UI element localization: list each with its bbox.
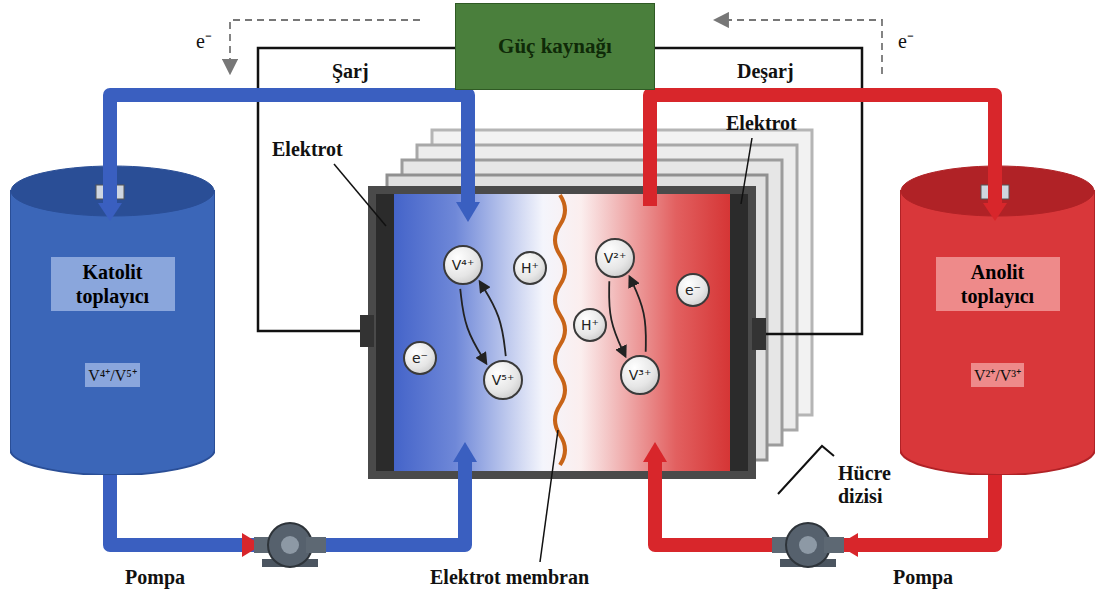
tank-cylinder	[103, 165, 117, 205]
electrode-plate	[376, 194, 394, 471]
electron-circle: e⁻	[676, 273, 710, 307]
ion-symbol: V⁵⁺	[492, 372, 515, 388]
ion-circle: V³⁺	[620, 355, 660, 395]
tank-cylinder	[988, 165, 1002, 205]
ion-circle: V⁵⁺	[483, 360, 523, 400]
electrode-plate	[730, 194, 748, 471]
ion-circle: H⁺	[573, 308, 607, 342]
reaction-arrow	[630, 277, 646, 352]
discharge-label: Deşarj	[737, 60, 794, 83]
ion-circle: V⁴⁺	[443, 245, 483, 285]
terminal-tab	[360, 315, 374, 347]
ion-symbol: e⁻	[412, 350, 428, 366]
node-label: Güç kaynağı	[490, 30, 620, 63]
ion-symbol: V⁴⁺	[452, 257, 475, 273]
electron-label: e⁻	[196, 30, 212, 53]
power-source-box: Güç kaynağı	[455, 3, 655, 90]
electron-flow-arrow	[230, 20, 420, 72]
pump-symbol	[306, 537, 326, 553]
pump-symbol	[824, 537, 844, 553]
pump-symbol	[254, 523, 326, 567]
anolyte-flow-head	[643, 442, 667, 462]
part-label: Hücre dizisi	[838, 462, 918, 508]
tank-cylinder	[10, 165, 215, 475]
catholyte-tank: Katolit toplayıcıV⁴⁺/V⁵⁺	[10, 165, 215, 475]
electrolyte-label: V²⁺/V³⁺	[971, 363, 1024, 387]
leader-line	[334, 138, 752, 562]
tank-label: Katolit toplayıcı	[51, 257, 175, 311]
ion-symbol: H⁺	[521, 260, 539, 276]
part-label: Elektrot	[272, 138, 343, 161]
part-label: Pompa	[893, 566, 953, 589]
reaction-arrow	[460, 289, 486, 363]
part-label: Pompa	[125, 566, 185, 589]
terminal-tab	[752, 318, 766, 350]
tank-cylinder	[900, 191, 1095, 475]
anolyte-tank: Anolit toplayıcıV²⁺/V³⁺	[900, 165, 1095, 475]
electron-label: e⁻	[898, 30, 914, 53]
part-label: Elektrot membran	[430, 566, 589, 589]
ion-symbol: V²⁺	[604, 250, 627, 266]
anolyte-flow-head	[242, 442, 858, 557]
pump-symbol	[799, 536, 817, 554]
charge-label: Şarj	[332, 60, 369, 83]
catholyte-flow-head	[456, 202, 480, 222]
cell-stack-bracket	[778, 446, 834, 494]
electron-circle: e⁻	[403, 341, 437, 375]
ion-circle: V²⁺	[595, 238, 635, 278]
reaction-arrow	[480, 282, 506, 356]
tank-cylinder	[900, 165, 1095, 475]
anolyte-pipe	[655, 460, 778, 545]
catholyte-flow-head	[453, 442, 477, 462]
leader-line	[741, 138, 752, 204]
ion-symbol: H⁺	[581, 317, 599, 333]
catholyte-flow-head	[453, 202, 480, 462]
cell-frame	[372, 190, 752, 475]
ion-symbol: e⁻	[685, 282, 701, 298]
reaction-arrow	[609, 281, 625, 356]
ion-symbol: V³⁺	[629, 367, 652, 383]
pump-symbol	[268, 523, 312, 567]
part-label: Elektrot	[726, 112, 797, 135]
tank-label: Anolit toplayıcı	[936, 257, 1060, 311]
catholyte-pipe	[320, 460, 465, 545]
tank-cylinder	[10, 191, 215, 475]
leader-line	[334, 164, 386, 226]
electrolyte-label: V⁴⁺/V⁵⁺	[85, 363, 140, 387]
tank-cylinder	[983, 203, 1007, 221]
pump-symbol	[281, 536, 299, 554]
tank-cylinder	[98, 203, 122, 221]
pump-symbol	[772, 523, 844, 567]
leader-line	[540, 430, 558, 562]
ion-circle: H⁺	[513, 251, 547, 285]
pump-symbol	[786, 523, 830, 567]
cell-frame	[360, 190, 766, 475]
membrane-line	[555, 195, 565, 465]
